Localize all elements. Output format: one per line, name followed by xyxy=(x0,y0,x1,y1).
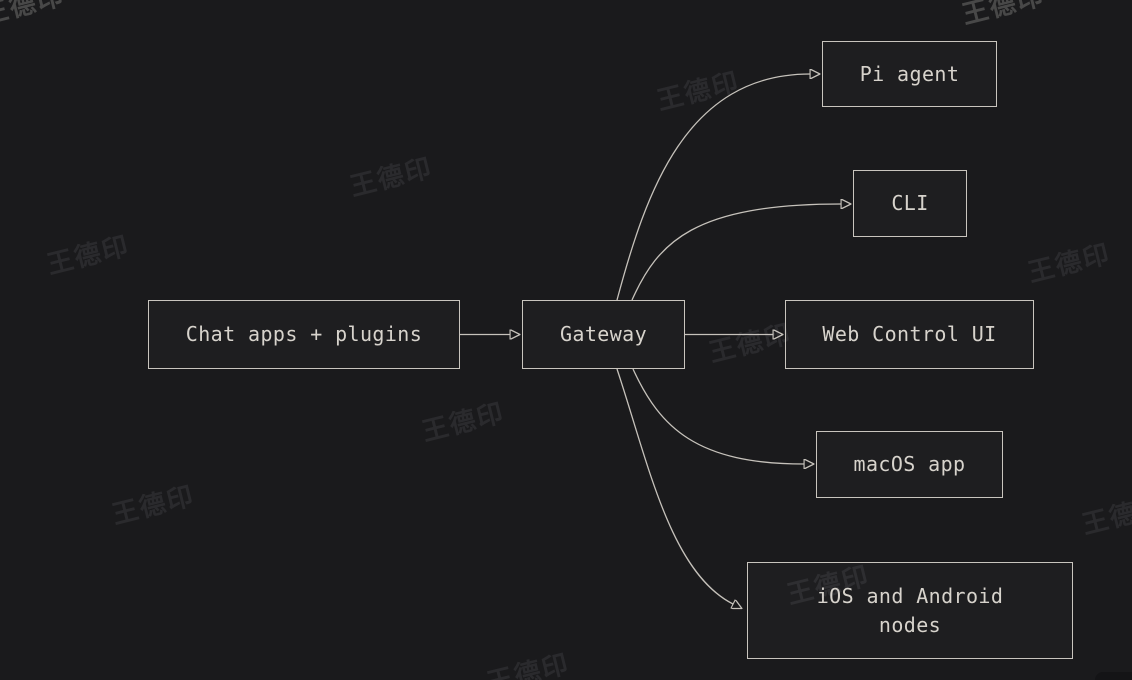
node-ios-android-nodes-label-line1: iOS and Android xyxy=(816,583,1004,608)
edge-gateway-to-ios-android-nodes xyxy=(616,368,733,604)
node-gateway: Gateway xyxy=(522,300,685,369)
node-chat-apps-plugins-label: Chat apps + plugins xyxy=(185,322,423,346)
node-ios-android-nodes: iOS and Android nodes xyxy=(747,562,1073,659)
node-macos-app-label: macOS app xyxy=(853,452,966,476)
node-chat-apps-plugins: Chat apps + plugins xyxy=(148,300,460,369)
node-pi-agent-label: Pi agent xyxy=(859,61,960,86)
node-macos-app: macOS app xyxy=(816,431,1003,498)
corner-artifact xyxy=(1095,672,1132,680)
node-ios-android-nodes-label-line2: nodes xyxy=(878,612,942,637)
edge-gateway-to-pi-agent xyxy=(616,74,810,301)
node-cli-label: CLI xyxy=(891,191,929,215)
node-web-control-ui: Web Control UI xyxy=(785,300,1034,369)
node-cli: CLI xyxy=(853,170,967,237)
node-pi-agent: Pi agent xyxy=(822,41,997,107)
node-gateway-label: Gateway xyxy=(559,322,648,346)
edge-gateway-to-cli xyxy=(631,204,841,301)
edge-gateway-to-macos-app xyxy=(632,368,804,464)
node-web-control-ui-label: Web Control UI xyxy=(822,322,997,346)
